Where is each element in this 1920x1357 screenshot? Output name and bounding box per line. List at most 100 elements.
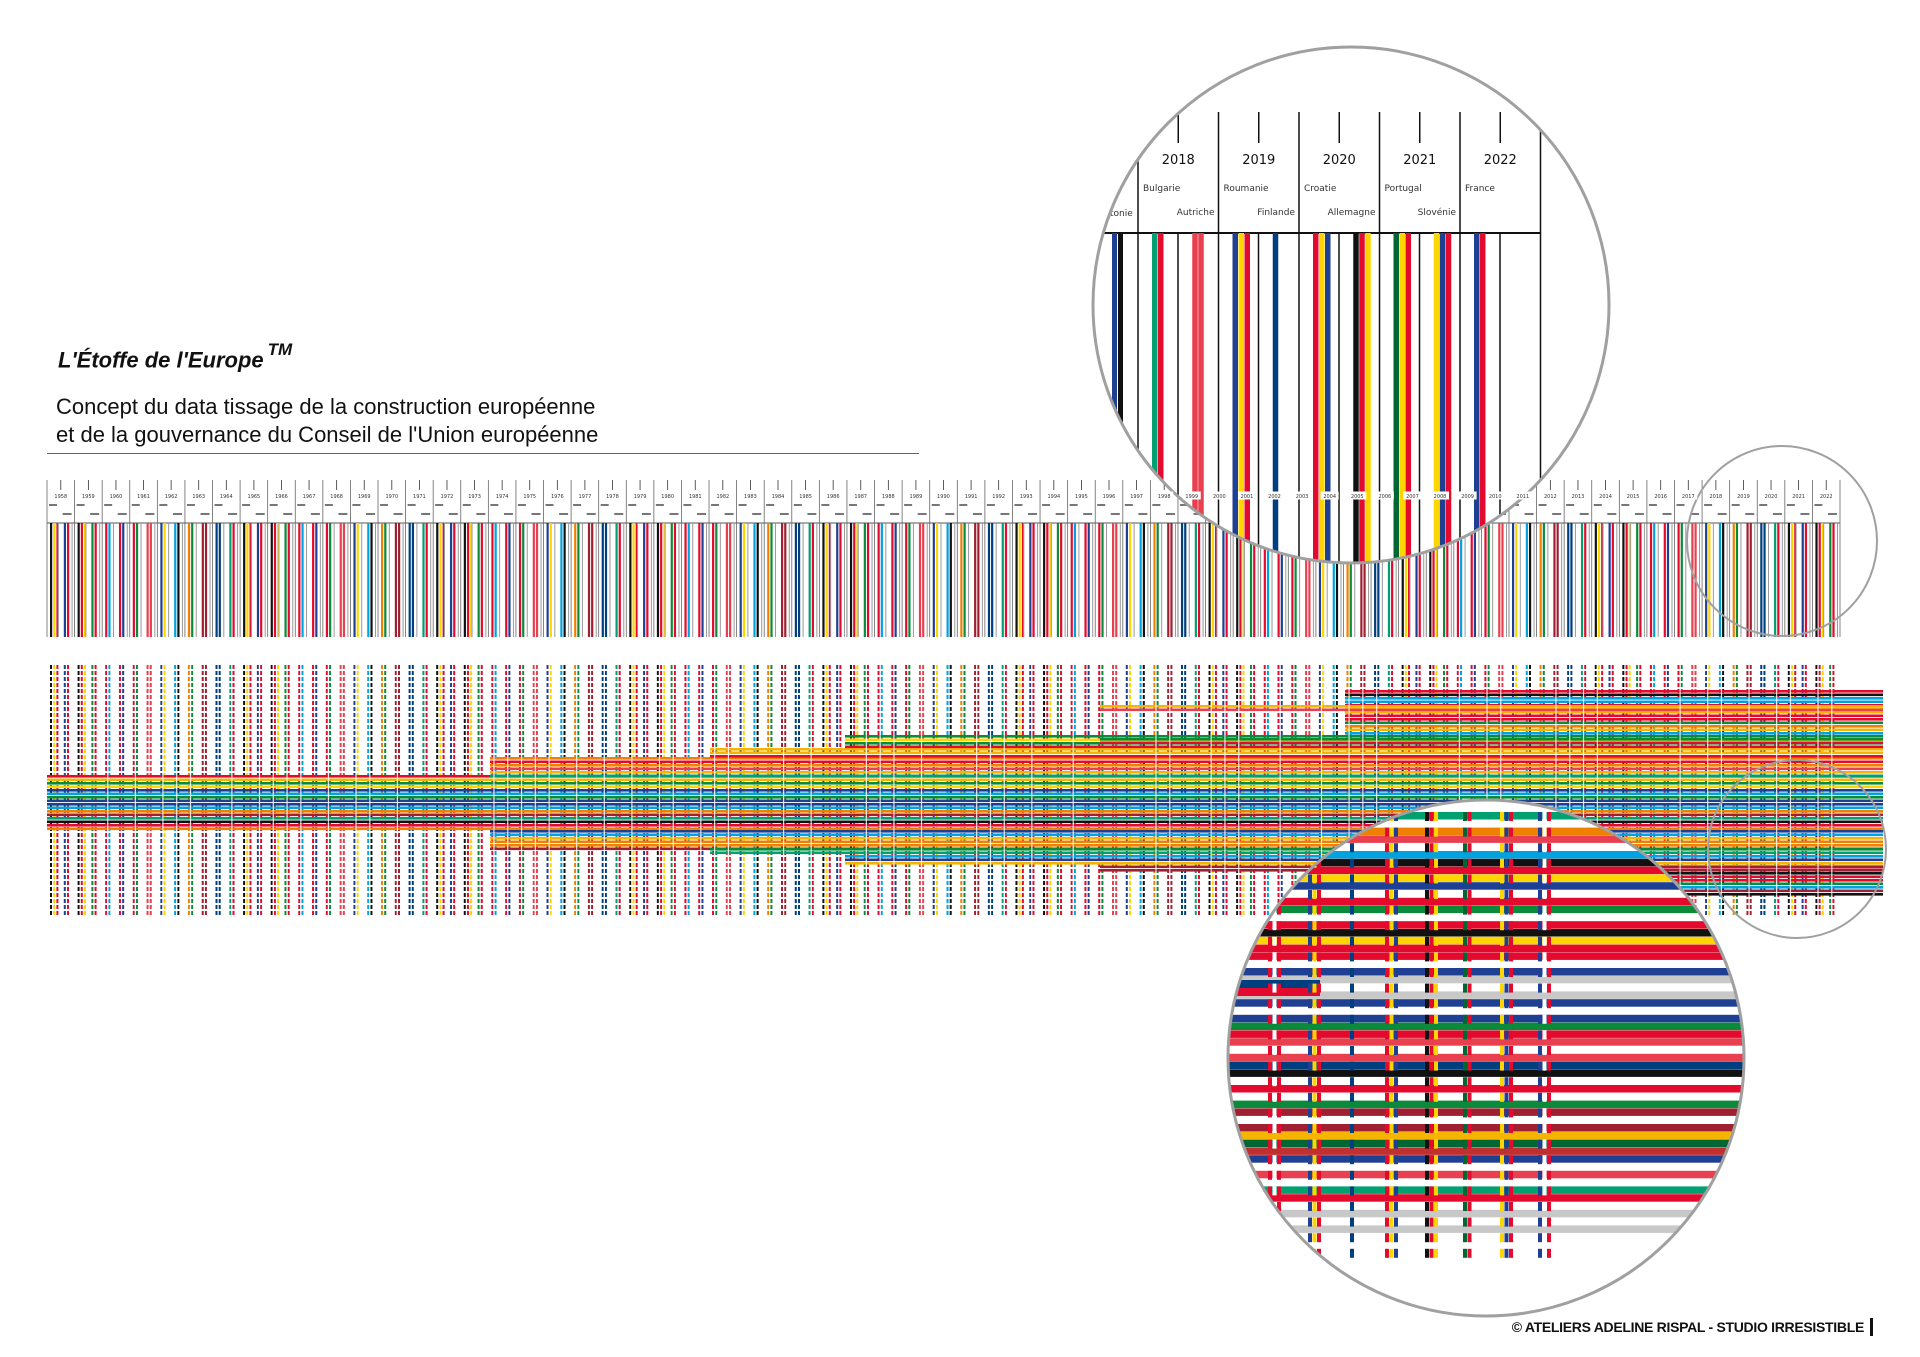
warp-thread	[477, 893, 480, 897]
warp-thread	[246, 713, 249, 717]
flag-stripe	[398, 523, 401, 637]
presidency-label-first	[1814, 504, 1823, 506]
warp-thread	[604, 665, 607, 669]
warp-thread	[273, 725, 276, 729]
warp-thread	[601, 911, 604, 915]
warp-thread	[187, 839, 190, 843]
warp-thread	[174, 749, 177, 753]
warp-thread	[549, 905, 552, 909]
warp-thread	[643, 719, 646, 723]
warp-thread	[591, 869, 594, 873]
presidency-label-first	[876, 504, 885, 506]
warp-thread	[381, 845, 384, 849]
warp-thread	[63, 875, 66, 879]
warp-thread	[532, 719, 535, 723]
warp-thread	[246, 905, 249, 909]
warp-thread	[132, 869, 135, 873]
warp-thread	[381, 839, 384, 843]
warp-thread	[470, 731, 473, 735]
warp-thread	[560, 677, 563, 681]
warp-thread	[339, 881, 342, 885]
warp-thread	[698, 671, 701, 675]
warp-thread	[505, 869, 508, 873]
flag-stripe	[494, 523, 497, 637]
warp-thread	[315, 749, 318, 753]
warp-thread	[470, 875, 473, 879]
warp-thread	[118, 671, 121, 675]
warp-thread	[191, 743, 194, 747]
warp-thread	[601, 731, 604, 735]
warp-thread	[105, 893, 108, 897]
warp-thread	[53, 713, 56, 717]
presidency-label-second	[1138, 513, 1148, 515]
warp-thread	[187, 707, 190, 711]
warp-thread	[132, 713, 135, 717]
warp-thread	[491, 707, 494, 711]
warp-thread	[201, 911, 204, 915]
flag-stripe	[1832, 523, 1835, 637]
warp-thread	[643, 683, 646, 687]
warp-thread	[398, 905, 401, 909]
warp-thread	[122, 695, 125, 699]
warp-thread	[356, 881, 359, 885]
warp-thread	[118, 869, 121, 873]
warp-thread	[673, 737, 676, 741]
warp-thread	[260, 683, 263, 687]
flag-stripe	[187, 523, 191, 637]
warp-thread	[243, 845, 246, 849]
warp-thread	[83, 881, 86, 885]
warp-thread	[177, 707, 180, 711]
flag-stripe	[960, 523, 963, 637]
warp-thread	[232, 911, 235, 915]
warp-thread	[325, 689, 328, 693]
warp-thread	[77, 869, 80, 873]
warp-thread	[56, 701, 59, 705]
warp-thread	[94, 875, 97, 879]
warp-thread	[77, 893, 80, 897]
warp-thread	[339, 839, 342, 843]
warp-thread	[618, 677, 621, 681]
flag-stripe	[794, 523, 797, 637]
flag-stripe	[698, 523, 701, 637]
warp-thread	[587, 701, 590, 705]
warp-thread	[325, 875, 328, 879]
warp-thread	[436, 719, 439, 723]
warp-thread	[315, 875, 318, 879]
warp-thread	[463, 725, 466, 729]
warp-thread	[312, 665, 315, 669]
warp-thread	[384, 797, 387, 801]
warp-thread	[587, 737, 590, 741]
warp-thread	[160, 677, 163, 681]
warp-thread	[177, 731, 180, 735]
warp-thread	[398, 743, 401, 747]
warp-thread	[187, 905, 190, 909]
warp-thread	[91, 695, 94, 699]
warp-thread	[367, 761, 370, 765]
warp-thread	[439, 749, 442, 753]
flag-stripe	[1511, 523, 1515, 637]
warp-thread	[532, 887, 535, 891]
warp-thread	[243, 839, 246, 843]
warp-thread	[673, 749, 676, 753]
warp-thread	[53, 683, 56, 687]
warp-thread	[56, 911, 59, 915]
warp-thread	[381, 743, 384, 747]
warp-thread	[436, 863, 439, 867]
warp-thread	[398, 893, 401, 897]
warp-thread	[470, 689, 473, 693]
warp-thread	[466, 863, 469, 867]
flag-stripe	[1170, 523, 1173, 637]
presidency-label-second	[90, 513, 100, 515]
warp-thread	[591, 845, 594, 849]
warp-thread	[342, 863, 345, 867]
warp-thread	[301, 713, 304, 717]
warp-thread	[218, 761, 221, 765]
warp-thread	[591, 911, 594, 915]
warp-thread	[442, 893, 445, 897]
warp-thread	[591, 905, 594, 909]
warp-thread	[273, 695, 276, 699]
warp-thread	[684, 905, 687, 909]
thread	[250, 523, 252, 637]
warp-thread	[108, 857, 111, 861]
warp-thread	[670, 731, 673, 735]
